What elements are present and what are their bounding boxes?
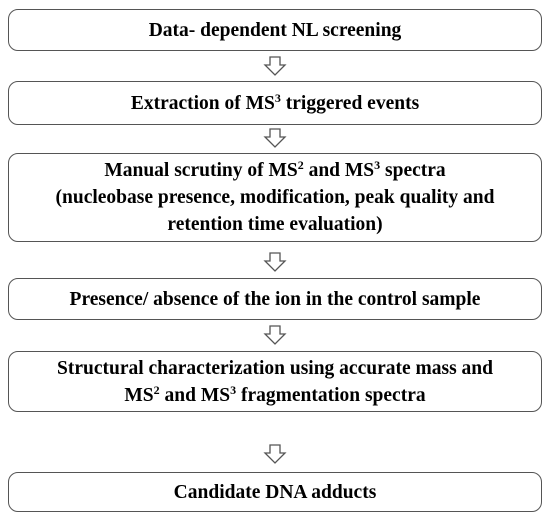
hollow-down-arrow-icon xyxy=(263,444,287,464)
superscript: 3 xyxy=(374,158,381,172)
step-text: Presence/ absence of the ion in the cont… xyxy=(69,288,481,310)
step-data-dependent-nl-screening: Data- dependent NL screening xyxy=(8,9,542,51)
superscript: 3 xyxy=(274,90,281,105)
step-candidate-dna-adducts: Candidate DNA adducts xyxy=(8,472,542,512)
hollow-down-arrow-icon xyxy=(263,56,287,76)
step-text: Data- dependent NL screening xyxy=(148,19,402,41)
step-text: Manual scrutiny of MS xyxy=(104,160,298,181)
step-text: retention time evaluation) xyxy=(167,214,383,235)
step-text-line: Presence/ absence of the ion in the cont… xyxy=(70,286,481,313)
step-extraction-ms3-events: Extraction of MS3 triggered events xyxy=(8,81,542,125)
step-text-line: retention time evaluation) xyxy=(167,211,382,238)
step-text-line: Manual scrutiny of MS2 and MS3 spectra xyxy=(104,157,445,184)
superscript: 2 xyxy=(153,382,160,397)
step-text-line: Extraction of MS3 triggered events xyxy=(131,90,419,117)
step-structural-characterization: Structural characterization using accura… xyxy=(8,351,542,412)
step-text: Structural characterization using accura… xyxy=(57,357,493,379)
step-text: spectra xyxy=(380,160,446,181)
step-text: triggered events xyxy=(280,92,420,114)
superscript: 3 xyxy=(230,382,237,397)
step-text: Candidate DNA adducts xyxy=(173,481,377,503)
step-text-line: Candidate DNA adducts xyxy=(174,479,377,506)
step-text-line: (nucleobase presence, modification, peak… xyxy=(56,184,495,211)
hollow-down-arrow-icon xyxy=(263,128,287,148)
step-text: and MS xyxy=(303,160,375,181)
step-control-sample-check: Presence/ absence of the ion in the cont… xyxy=(8,278,542,320)
step-text: Extraction of MS xyxy=(130,92,275,114)
superscript: 2 xyxy=(297,158,304,172)
step-manual-scrutiny: Manual scrutiny of MS2 and MS3 spectra (… xyxy=(8,153,542,242)
step-text: fragmentation spectra xyxy=(236,384,426,406)
step-text-line: Data- dependent NL screening xyxy=(149,17,402,44)
step-text: MS xyxy=(124,384,154,406)
step-text: (nucleobase presence, modification, peak… xyxy=(55,187,495,208)
step-text: and MS xyxy=(159,384,231,406)
step-text-line: MS2 and MS3 fragmentation spectra xyxy=(124,382,425,409)
hollow-down-arrow-icon xyxy=(263,252,287,272)
hollow-down-arrow-icon xyxy=(263,325,287,345)
step-text-line: Structural characterization using accura… xyxy=(57,355,493,382)
